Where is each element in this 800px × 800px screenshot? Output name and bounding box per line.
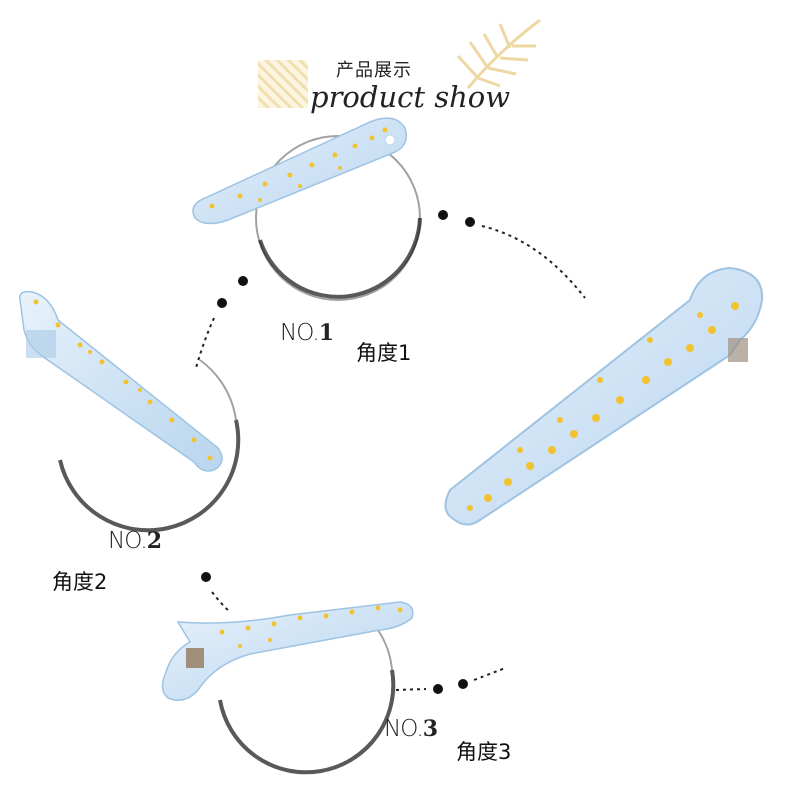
title-chinese: 产品展示 bbox=[336, 60, 412, 81]
view-2-angle-label: 角度2 bbox=[52, 570, 108, 594]
hair-clip-main bbox=[444, 266, 764, 526]
hair-clip-angle-2 bbox=[19, 290, 223, 472]
view-1-no-num: 1 bbox=[318, 320, 334, 346]
dotted-connector-2 bbox=[195, 276, 248, 369]
view-2-number: NO.2 bbox=[108, 528, 162, 554]
view-1-no-prefix: NO. bbox=[280, 320, 320, 346]
view-2-no-prefix: NO. bbox=[108, 528, 148, 554]
dotted-connector-4 bbox=[395, 667, 506, 694]
view-2-no-num: 2 bbox=[146, 528, 162, 554]
view-3-angle-label: 角度3 bbox=[456, 740, 512, 764]
dotted-connector-3 bbox=[201, 572, 231, 613]
view-3-no-num: 3 bbox=[422, 716, 438, 742]
view-3-no-prefix: NO. bbox=[384, 716, 424, 742]
view-1-angle-label: 角度1 bbox=[356, 341, 412, 365]
striped-decoration bbox=[258, 60, 308, 108]
dotted-connector-1 bbox=[438, 210, 586, 299]
view-3-number: NO.3 bbox=[384, 716, 438, 742]
view-1-number: NO.1 bbox=[280, 320, 334, 346]
hair-clip-angle-1 bbox=[192, 117, 407, 225]
leaf-decoration bbox=[456, 18, 541, 89]
hair-clip-angle-3 bbox=[161, 601, 414, 701]
view-circle-2 bbox=[58, 359, 241, 533]
title-english: product show bbox=[310, 80, 511, 114]
